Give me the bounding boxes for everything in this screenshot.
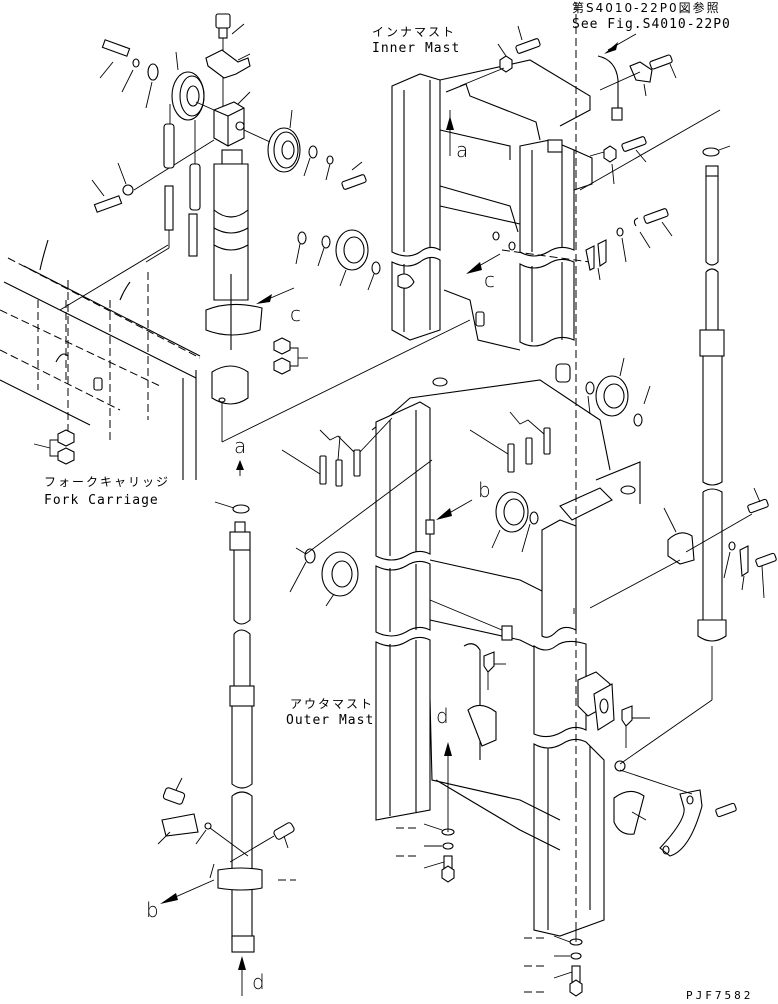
chains <box>145 104 201 263</box>
ref-mark-c-left: c <box>290 302 301 326</box>
ref-mark-b-left: b <box>146 898 159 922</box>
arrow-d-center <box>444 742 452 800</box>
right-lift-cylinder <box>697 145 731 700</box>
inner-roller-set <box>295 145 415 291</box>
arrow-c-inner <box>466 253 501 274</box>
arrow-b-center <box>436 499 473 520</box>
outer-mast-hardware <box>281 411 551 607</box>
outer-mast <box>371 0 641 937</box>
bolts-and-washers-top-left <box>91 39 215 213</box>
bottom-bolts-center <box>396 800 455 883</box>
ref-mark-c-inner: c <box>484 268 495 292</box>
bottom-bolts-right <box>524 930 583 997</box>
chain-pulley-right <box>243 109 301 173</box>
outer-mast-en-label: Outer Mast <box>286 713 375 728</box>
inner-mast-jp-label: インナマスト <box>372 25 457 39</box>
fork-carriage <box>0 239 201 480</box>
arrow-a-inner <box>446 110 454 156</box>
ref-mark-b-center: b <box>478 478 491 502</box>
ref-mark-a-top: a <box>456 138 469 162</box>
pulley-block <box>213 91 251 147</box>
ref-mark-d-center: d <box>436 704 449 728</box>
fork-carriage-en-label: Fork Carriage <box>44 493 159 508</box>
chain-pulley-left <box>171 51 215 121</box>
outer-mast-lower-hardware <box>483 651 737 857</box>
ref-mark-a-left: a <box>234 434 247 458</box>
arrow-b-left <box>160 879 215 904</box>
drawing-code: PJF7582 <box>686 989 754 1002</box>
cylinder-bottom-cap <box>211 319 471 443</box>
fork-carriage-jp-label: フォークキャリッジ <box>44 475 171 489</box>
inner-lower-roller <box>585 357 651 427</box>
arrow-a-left <box>236 460 244 476</box>
ref-mark-d-bottom: d <box>252 970 265 994</box>
inner-mast-en-label: Inner Mast <box>372 41 461 56</box>
inner-mast-hardware <box>459 25 721 281</box>
see-fig-en-label: See Fig.S4010-22P0 <box>572 17 731 32</box>
pulley-cylinder-top <box>205 149 263 350</box>
chain-bracket <box>205 49 251 79</box>
nuts-left-cylinder <box>273 337 308 375</box>
outer-mast-jp-label: アウタマスト <box>290 697 375 711</box>
arrow-d-bottom <box>238 956 246 996</box>
arrow-c-left <box>256 287 295 304</box>
right-cylinder-clamp-parts <box>589 487 777 609</box>
inner-mast <box>391 59 593 383</box>
see-fig-jp-label: 第S4010-22P0図参照 <box>572 1 721 15</box>
left-lift-cylinder <box>214 501 263 953</box>
left-cylinder-clamp-parts <box>157 777 296 881</box>
